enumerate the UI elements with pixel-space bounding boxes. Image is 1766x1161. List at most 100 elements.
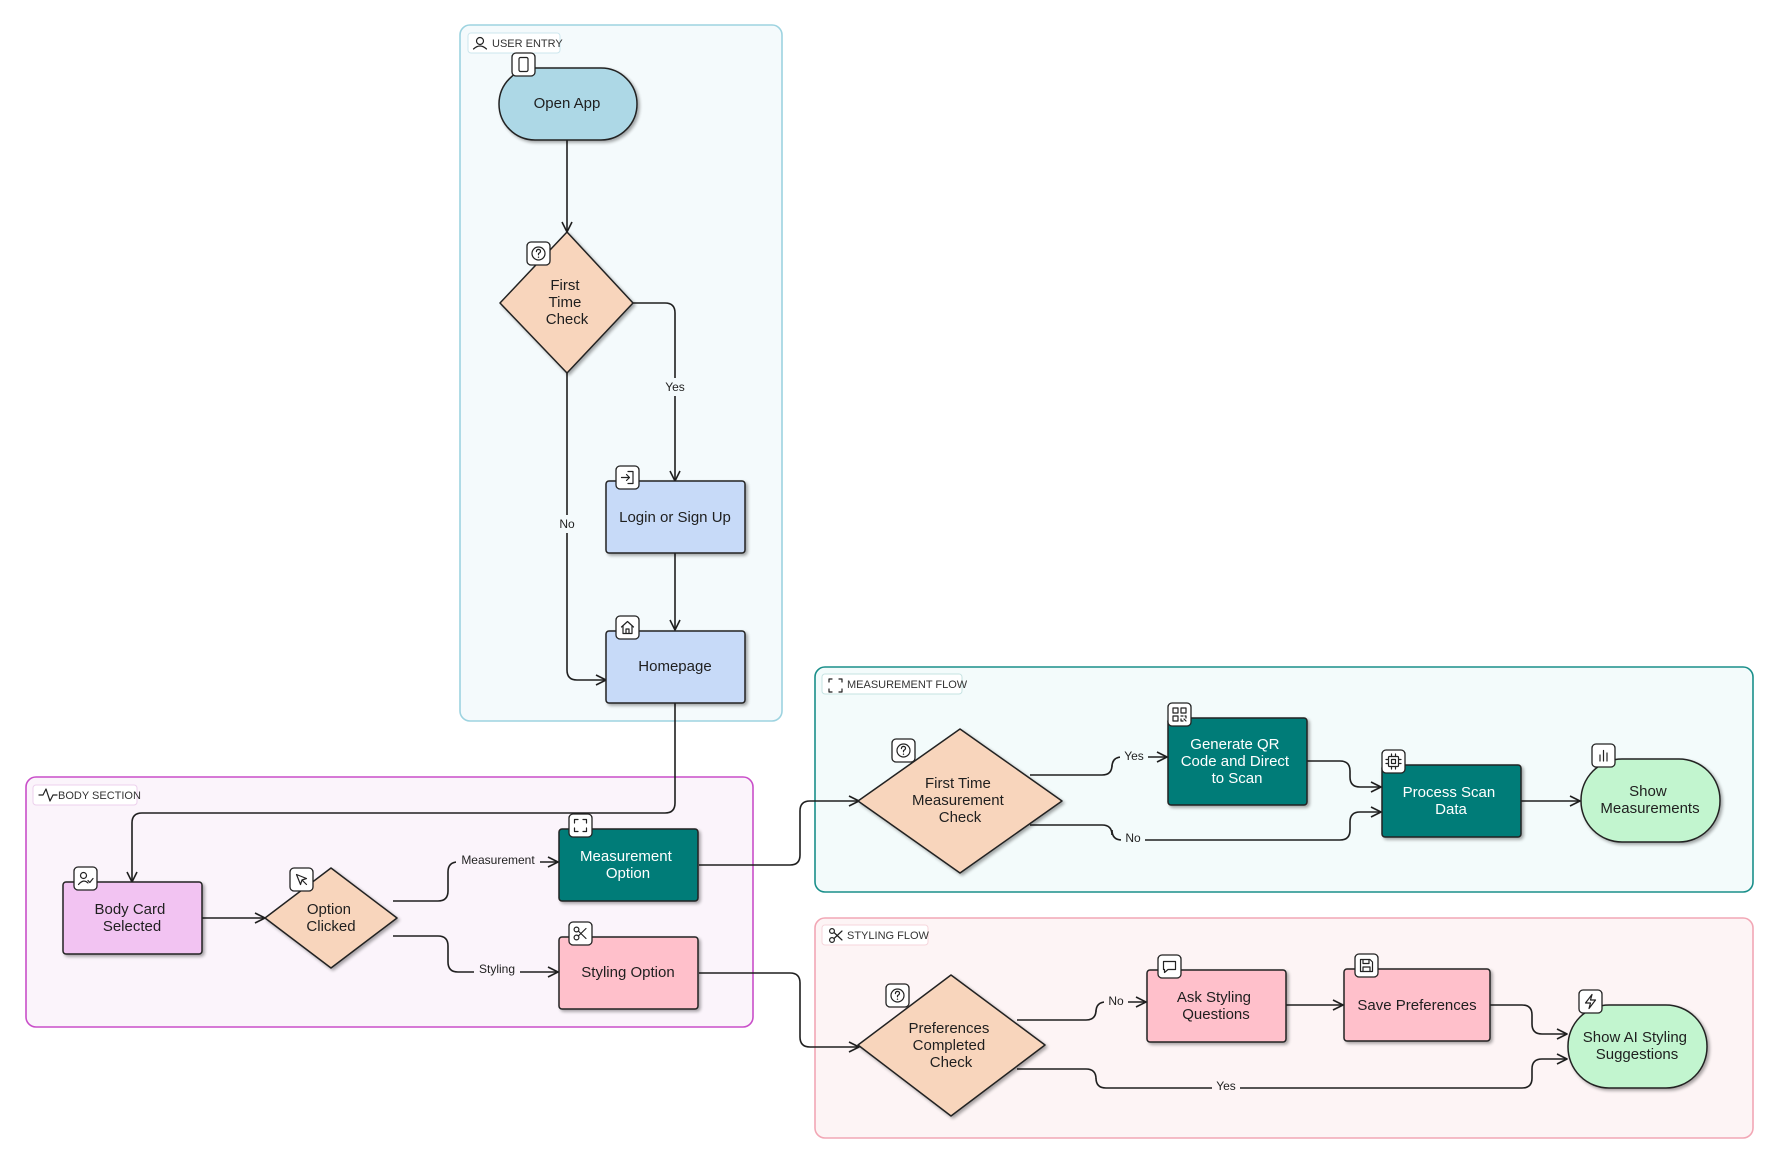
group-label-user-entry: USER ENTRY xyxy=(492,38,563,50)
edge-option-to-styling xyxy=(393,935,559,978)
group-label-measurement-flow: MEASUREMENT FLOW xyxy=(847,679,968,691)
cursor-icon xyxy=(289,867,314,892)
node-show-measurements[interactable]: Show Measurements xyxy=(1580,758,1721,843)
node-label-line: Clicked xyxy=(306,918,355,935)
edge-option-to-measurement xyxy=(393,856,559,902)
svg-text:First Time Measurement: First Time Measurement Check xyxy=(912,775,1008,826)
scan-frame-icon xyxy=(568,813,593,838)
node-option-clicked[interactable]: Option Clicked xyxy=(264,867,398,969)
home-icon xyxy=(615,615,640,640)
scan-frame-icon xyxy=(828,678,843,693)
svg-text:Generate QR Code and Dir: Generate QR Code and Direct to Scan xyxy=(1181,736,1294,787)
node-label-line: Body Card xyxy=(94,901,165,918)
cpu-icon xyxy=(1381,749,1406,774)
edge-label-styling: Styling xyxy=(479,962,515,976)
svg-text:Preferences Completed: Preferences Completed Check xyxy=(908,1020,993,1071)
svg-text:Show Measurements: Show Measurements xyxy=(1600,783,1699,817)
scissors-icon xyxy=(828,927,843,943)
edge-styling-to-preferences xyxy=(699,972,860,1053)
edge-label-no-process: No xyxy=(1125,831,1141,845)
node-label-line: First xyxy=(550,277,580,294)
node-process-scan[interactable]: Process Scan Data xyxy=(1381,764,1522,838)
help-circle-icon xyxy=(885,983,910,1008)
svg-text:Open App: Open App xyxy=(534,95,601,112)
svg-text:Styling Option: Styling Option xyxy=(581,964,674,981)
qr-code-icon xyxy=(1167,702,1192,727)
scissors-icon xyxy=(568,921,593,946)
edges xyxy=(126,140,1581,1089)
node-body-card[interactable]: Body Card Selected xyxy=(62,881,203,955)
node-label-line: Check xyxy=(930,1054,973,1071)
node-label-line: Generate QR xyxy=(1190,736,1279,753)
edge-label-no-ask: No xyxy=(1108,994,1124,1008)
node-label-line: Suggestions xyxy=(1596,1046,1679,1063)
node-label-line: Measurement xyxy=(580,848,673,865)
edge-label-yes-ai: Yes xyxy=(1216,1079,1236,1093)
svg-text:First Time Check: First Time Check xyxy=(546,277,589,328)
user-check-icon xyxy=(73,866,98,891)
node-show-ai-styling[interactable]: Show AI Styling Suggestions xyxy=(1567,1004,1708,1089)
group-label-body-section: BODY SECTION xyxy=(58,790,141,802)
lightning-icon xyxy=(1578,989,1603,1014)
message-icon xyxy=(1157,954,1182,979)
edge-preferences-to-ask-styling xyxy=(1017,996,1147,1021)
node-measurement-option[interactable]: Measurement Option xyxy=(558,828,699,902)
node-styling-option[interactable]: Styling Option xyxy=(558,936,699,1010)
edge-first-time-measurement-to-qr xyxy=(1030,751,1168,776)
edge-first-time-check-to-homepage xyxy=(566,373,607,686)
edge-homepage-to-body-card xyxy=(126,703,676,883)
node-preferences-check[interactable]: Preferences Completed Check xyxy=(857,974,1046,1117)
edge-label-measurement: Measurement xyxy=(461,853,535,867)
svg-text:Measurement Option: Measurement Option xyxy=(580,848,676,882)
node-label-line: Homepage xyxy=(638,658,711,675)
edge-first-time-check-to-login xyxy=(633,302,681,482)
node-first-time-check[interactable]: First Time Check xyxy=(499,231,634,374)
help-circle-icon xyxy=(526,241,551,266)
node-label-line: Save Preferences xyxy=(1357,997,1476,1014)
bar-chart-icon xyxy=(1591,743,1616,768)
edge-label-yes-qr: Yes xyxy=(1124,749,1144,763)
node-open-app[interactable]: Open App xyxy=(498,67,638,141)
node-label-line: Data xyxy=(1435,801,1467,818)
user-icon xyxy=(472,36,488,50)
svg-text:Save Preferences: Save Preferences xyxy=(1357,997,1476,1014)
svg-text:Homepage: Homepage xyxy=(638,658,711,675)
activity-icon xyxy=(38,788,58,802)
node-label-line: to Scan xyxy=(1212,770,1263,787)
node-label-line: Login or Sign Up xyxy=(619,509,731,526)
node-homepage[interactable]: Homepage xyxy=(605,630,746,704)
group-label-styling-flow: STYLING FLOW xyxy=(847,930,930,942)
node-label-line: Selected xyxy=(103,918,161,935)
edge-labels: Yes No Measurement Styling Yes No No Yes xyxy=(456,378,1240,1096)
node-label-line: Measurements xyxy=(1600,800,1699,817)
node-label-line: Option xyxy=(606,865,650,882)
edge-label-yes-login: Yes xyxy=(665,380,685,394)
node-label-line: Styling Option xyxy=(581,964,674,981)
node-label-line: Show AI Styling xyxy=(1583,1029,1687,1046)
svg-text:Login or Sign Up: Login or Sign Up xyxy=(619,509,731,526)
node-label-line: First Time xyxy=(925,775,991,792)
node-first-time-measurement[interactable]: First Time Measurement Check xyxy=(857,728,1063,874)
svg-text:Body Card Selected: Body Card Selected xyxy=(94,901,169,935)
node-label-line: Code and Direct xyxy=(1181,753,1290,770)
edge-qr-to-process xyxy=(1306,760,1382,793)
phone-icon xyxy=(511,52,536,77)
node-label-line: Show xyxy=(1629,783,1667,800)
edge-measurement-to-first-time-measurement xyxy=(699,795,860,866)
node-login-signup[interactable]: Login or Sign Up xyxy=(605,480,746,554)
edge-label-no-home: No xyxy=(559,517,575,531)
node-label-line: Measurement xyxy=(912,792,1005,809)
save-icon xyxy=(1354,953,1379,978)
svg-text:Ask Styling Questions: Ask Styling Questions xyxy=(1177,989,1255,1023)
node-generate-qr[interactable]: Generate QR Code and Direct to Scan xyxy=(1167,717,1308,806)
node-label-line: Completed xyxy=(913,1037,986,1054)
node-label-line: Questions xyxy=(1182,1006,1250,1023)
node-ask-styling[interactable]: Ask Styling Questions xyxy=(1146,969,1287,1043)
edge-preferences-to-ai-styling xyxy=(1017,1053,1568,1089)
node-label-line: Open App xyxy=(534,95,601,112)
node-label-line: Preferences xyxy=(908,1020,989,1037)
edge-save-to-ai-styling xyxy=(1490,1004,1568,1040)
svg-text:Option Clicked: Option Clicked xyxy=(306,901,355,935)
node-save-preferences[interactable]: Save Preferences xyxy=(1343,968,1491,1042)
